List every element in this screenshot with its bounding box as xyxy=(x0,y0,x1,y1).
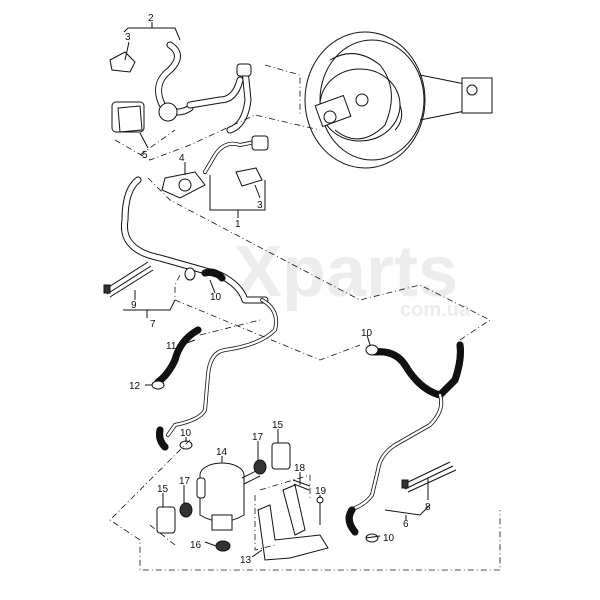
callout-10: 10 xyxy=(180,428,192,439)
callout-2: 2 xyxy=(148,13,154,24)
callout-3: 3 xyxy=(125,32,131,43)
vacuum-hose-left xyxy=(120,176,279,451)
callout-17: 17 xyxy=(252,432,264,443)
callout-10: 10 xyxy=(383,533,395,544)
callout-7: 7 xyxy=(150,319,156,330)
callout-17: 17 xyxy=(179,476,191,487)
vacuum-hose-right xyxy=(345,341,464,543)
callout-18: 18 xyxy=(294,463,306,474)
callout-16: 16 xyxy=(190,540,202,551)
group-brackets xyxy=(123,22,431,520)
callout-labels: 2 3 5 4 3 1 9 7 10 11 12 10 10 14 17 15 … xyxy=(125,13,431,566)
leader-lines xyxy=(124,41,429,558)
callout-11: 11 xyxy=(166,341,177,352)
callout-14: 14 xyxy=(216,447,228,458)
callout-3: 3 xyxy=(257,200,263,211)
watermark: Xparts com.ua xyxy=(234,232,471,321)
watermark-domain: com.ua xyxy=(400,299,471,321)
callout-10: 10 xyxy=(361,328,373,339)
callout-5: 5 xyxy=(142,150,148,161)
callout-4: 4 xyxy=(179,153,185,164)
brake-booster xyxy=(304,31,493,169)
watermark-brand: Xparts xyxy=(234,232,458,312)
callout-6: 6 xyxy=(403,519,409,530)
pipe-bundle-8 xyxy=(401,461,457,493)
callout-8: 8 xyxy=(425,502,431,513)
pump-bracket xyxy=(257,479,329,561)
callout-12: 12 xyxy=(129,381,141,392)
callout-10: 10 xyxy=(210,292,222,303)
vacuum-valve-assembly xyxy=(109,41,269,187)
callout-13: 13 xyxy=(240,555,252,566)
callout-1: 1 xyxy=(235,219,241,230)
callout-15: 15 xyxy=(272,420,284,431)
callout-15: 15 xyxy=(157,484,169,495)
vacuum-pump xyxy=(156,442,291,552)
check-valve xyxy=(161,171,206,199)
callout-19: 19 xyxy=(315,486,327,497)
callout-9: 9 xyxy=(131,300,137,311)
pipe-bundle-9 xyxy=(103,261,154,298)
